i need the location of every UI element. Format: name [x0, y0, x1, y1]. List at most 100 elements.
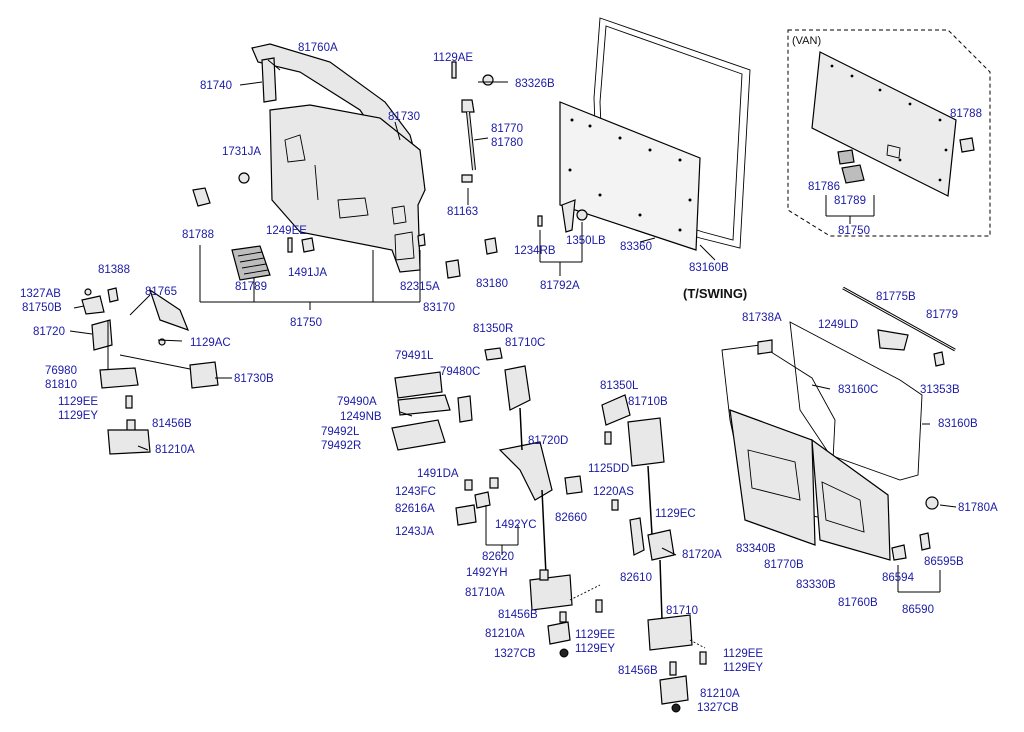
label-1491ja: 1491JA	[288, 267, 327, 279]
label-81350l: 81350L	[600, 380, 639, 392]
label-81720: 81720	[33, 326, 65, 338]
label-81210a-center: 81210A	[485, 628, 525, 640]
label-86594: 86594	[882, 572, 915, 584]
door-seal-83160b	[593, 17, 751, 249]
label-1129ee-center: 1129EE	[575, 629, 615, 641]
section-title-tswing: (T/SWING)	[683, 286, 747, 301]
label-81779: 81779	[926, 309, 958, 321]
label-81710: 81710	[666, 605, 698, 617]
label-1220as: 1220AS	[593, 486, 634, 498]
clip-82315a	[417, 233, 426, 247]
screw-1249ee	[287, 237, 293, 253]
leader-lines-misc	[69, 81, 957, 556]
left-hinge-assembly	[81, 287, 219, 455]
label-1129ae: 1129AE	[433, 52, 473, 64]
right-lock-group	[601, 394, 707, 713]
label-81770b: 81770B	[764, 559, 804, 571]
label-79480c: 79480C	[440, 366, 480, 378]
label-82620: 82620	[482, 551, 514, 563]
label-83160b-right: 83160B	[938, 418, 978, 430]
label-79492r: 79492R	[321, 440, 361, 452]
grille-81789	[231, 245, 271, 281]
label-1350lb: 1350LB	[566, 235, 606, 247]
bumper-83170	[445, 259, 461, 279]
swing-small-parts	[757, 329, 945, 593]
weatherstrip-piece	[261, 57, 277, 103]
label-81456b-left: 81456B	[152, 418, 192, 430]
label-81730b: 81730B	[234, 373, 274, 385]
label-81770: 81770	[491, 123, 523, 135]
label-82616a: 82616A	[395, 503, 435, 515]
label-1129ee-right: 1129EE	[723, 648, 763, 660]
label-81720a: 81720A	[682, 549, 722, 561]
label-81210a-left: 81210A	[155, 444, 195, 456]
label-1492yc: 1492YC	[495, 519, 537, 531]
label-1249ee: 1249EE	[266, 225, 307, 237]
striker-group	[391, 371, 473, 451]
label-81780: 81780	[491, 137, 523, 149]
label-1129ey-right: 1129EY	[723, 662, 763, 674]
label-81388: 81388	[98, 264, 130, 276]
label-1327cb-center: 1327CB	[494, 648, 536, 660]
label-1129ee-left: 1129EE	[58, 396, 98, 408]
label-81789-van: 81789	[834, 195, 866, 207]
label-81738a: 81738A	[742, 312, 782, 324]
label-van: (VAN)	[792, 35, 821, 47]
label-1327ab: 1327AB	[20, 288, 61, 300]
label-1491da: 1491DA	[417, 468, 459, 480]
small-parts-upper-left	[192, 172, 426, 281]
label-81780a: 81780A	[958, 502, 998, 514]
label-1492yh: 1492YH	[466, 567, 508, 579]
label-81750b: 81750B	[22, 302, 62, 314]
label-82315a: 82315A	[400, 281, 440, 293]
sealing-sheet-83360	[559, 101, 701, 251]
label-76980: 76980	[45, 365, 77, 377]
clip-81788	[192, 187, 211, 207]
label-86590: 86590	[902, 604, 934, 616]
fastener-1491ja	[301, 237, 315, 253]
part-labels: 81760A 81740 81730 1731JA 81788 1249EE 1…	[20, 35, 998, 714]
label-1129ac: 1129AC	[190, 337, 231, 349]
label-31353b: 31353B	[920, 384, 960, 396]
label-83160b-top: 83160B	[689, 262, 729, 274]
label-81163: 81163	[447, 206, 478, 218]
label-1243ja: 1243JA	[395, 526, 434, 538]
label-81750-van: 81750	[838, 225, 870, 237]
label-81720d: 81720D	[528, 435, 568, 447]
van-box	[787, 29, 991, 237]
label-82660: 82660	[555, 512, 587, 524]
label-81786: 81786	[808, 181, 840, 193]
label-1125dd: 1125DD	[588, 463, 629, 475]
gas-strut-group	[445, 61, 498, 279]
label-81760a: 81760A	[298, 42, 338, 54]
sheet-small-parts	[537, 199, 716, 276]
label-81210a-right: 81210A	[700, 688, 740, 700]
label-83170: 83170	[423, 302, 455, 314]
label-81750: 81750	[290, 317, 322, 329]
label-1731ja: 1731JA	[222, 146, 261, 158]
plug-1731ja	[238, 172, 250, 184]
label-1249ld: 1249LD	[818, 319, 858, 331]
label-81765: 81765	[145, 286, 177, 298]
label-81710a: 81710A	[465, 587, 505, 599]
label-81810: 81810	[45, 379, 77, 391]
label-81710b: 81710B	[628, 396, 668, 408]
label-1249nb: 1249NB	[340, 411, 382, 423]
label-81789: 81789	[235, 281, 267, 293]
label-81788: 81788	[182, 229, 214, 241]
label-83360: 83360	[620, 241, 652, 253]
label-1234rb: 1234RB	[514, 245, 556, 257]
label-86595b: 86595B	[924, 556, 964, 568]
label-83326b: 83326B	[515, 78, 555, 90]
label-1129ey-center: 1129EY	[575, 643, 615, 655]
label-81775b: 81775B	[876, 291, 916, 303]
label-1327cb-right: 1327CB	[697, 702, 739, 714]
label-1129ec: 1129EC	[655, 508, 696, 520]
label-81710c: 81710C	[505, 337, 545, 349]
label-82610: 82610	[620, 572, 652, 584]
label-79491l: 79491L	[395, 350, 434, 362]
label-83330b: 83330B	[796, 579, 836, 591]
label-81730: 81730	[388, 111, 420, 123]
